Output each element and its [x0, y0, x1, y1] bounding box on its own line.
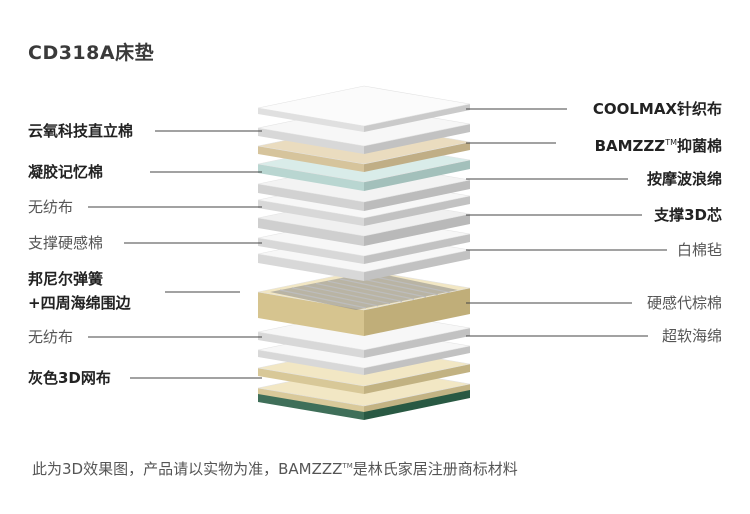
bamzzz-suffix: 抑菌棉: [676, 137, 722, 155]
spring-grid: [270, 272, 458, 310]
layer-coolmax-fabric: [257, 85, 471, 132]
label-coolmax-fabric: COOLMAX针织布: [592, 100, 722, 118]
spring-coil-row: [339, 278, 427, 298]
label-gel-memory-foam: 凝胶记忆棉: [28, 163, 104, 181]
label-white-felt: 白棉毡: [676, 241, 722, 259]
spring-coil-row: [291, 287, 379, 307]
footer-text-before: 此为3D效果图，产品请以实物为准，BAMZZZ: [32, 460, 343, 478]
footer-disclaimer: 此为3D效果图，产品请以实物为准，BAMZZZTM是林氏家居注册商标材料: [32, 458, 518, 479]
label-sponge-edge: +四周海绵围边: [28, 294, 131, 312]
label-ultra-soft-sponge: 超软海绵: [661, 327, 722, 345]
label-nonwoven-top: 无纺布: [28, 198, 74, 216]
spring-coil-row: [327, 280, 415, 300]
label-support-3d-core: 支撑3D芯: [654, 206, 722, 224]
bamzzz-brand: BAMZZZ: [594, 137, 666, 155]
label-nonwoven-bottom: 无纺布: [28, 328, 74, 346]
label-grey-3d-mesh: 灰色3D网布: [28, 369, 111, 387]
footer-trademark: TM: [342, 462, 353, 470]
label-cloud-oxygen-foam: 云氧科技直立棉: [28, 122, 134, 140]
spring-coil-row: [303, 285, 391, 305]
label-bamzzz-antibacterial: BAMZZZTM抑菌棉: [595, 134, 722, 155]
label-massage-wave-foam: 按摩波浪绵: [646, 170, 722, 188]
label-support-hard-foam: 支撑硬感棉: [28, 234, 104, 252]
page-title: CD318A床垫: [28, 42, 155, 64]
label-bonnell-spring: 邦尼尔弹簧: [28, 270, 104, 288]
label-hard-palm-substitute: 硬感代棕棉: [646, 294, 722, 312]
footer-text-after: 是林氏家居注册商标材料: [352, 460, 518, 478]
spring-coil-row: [279, 289, 367, 309]
trademark-mark: TM: [665, 138, 677, 147]
spring-coil-row: [315, 282, 403, 302]
